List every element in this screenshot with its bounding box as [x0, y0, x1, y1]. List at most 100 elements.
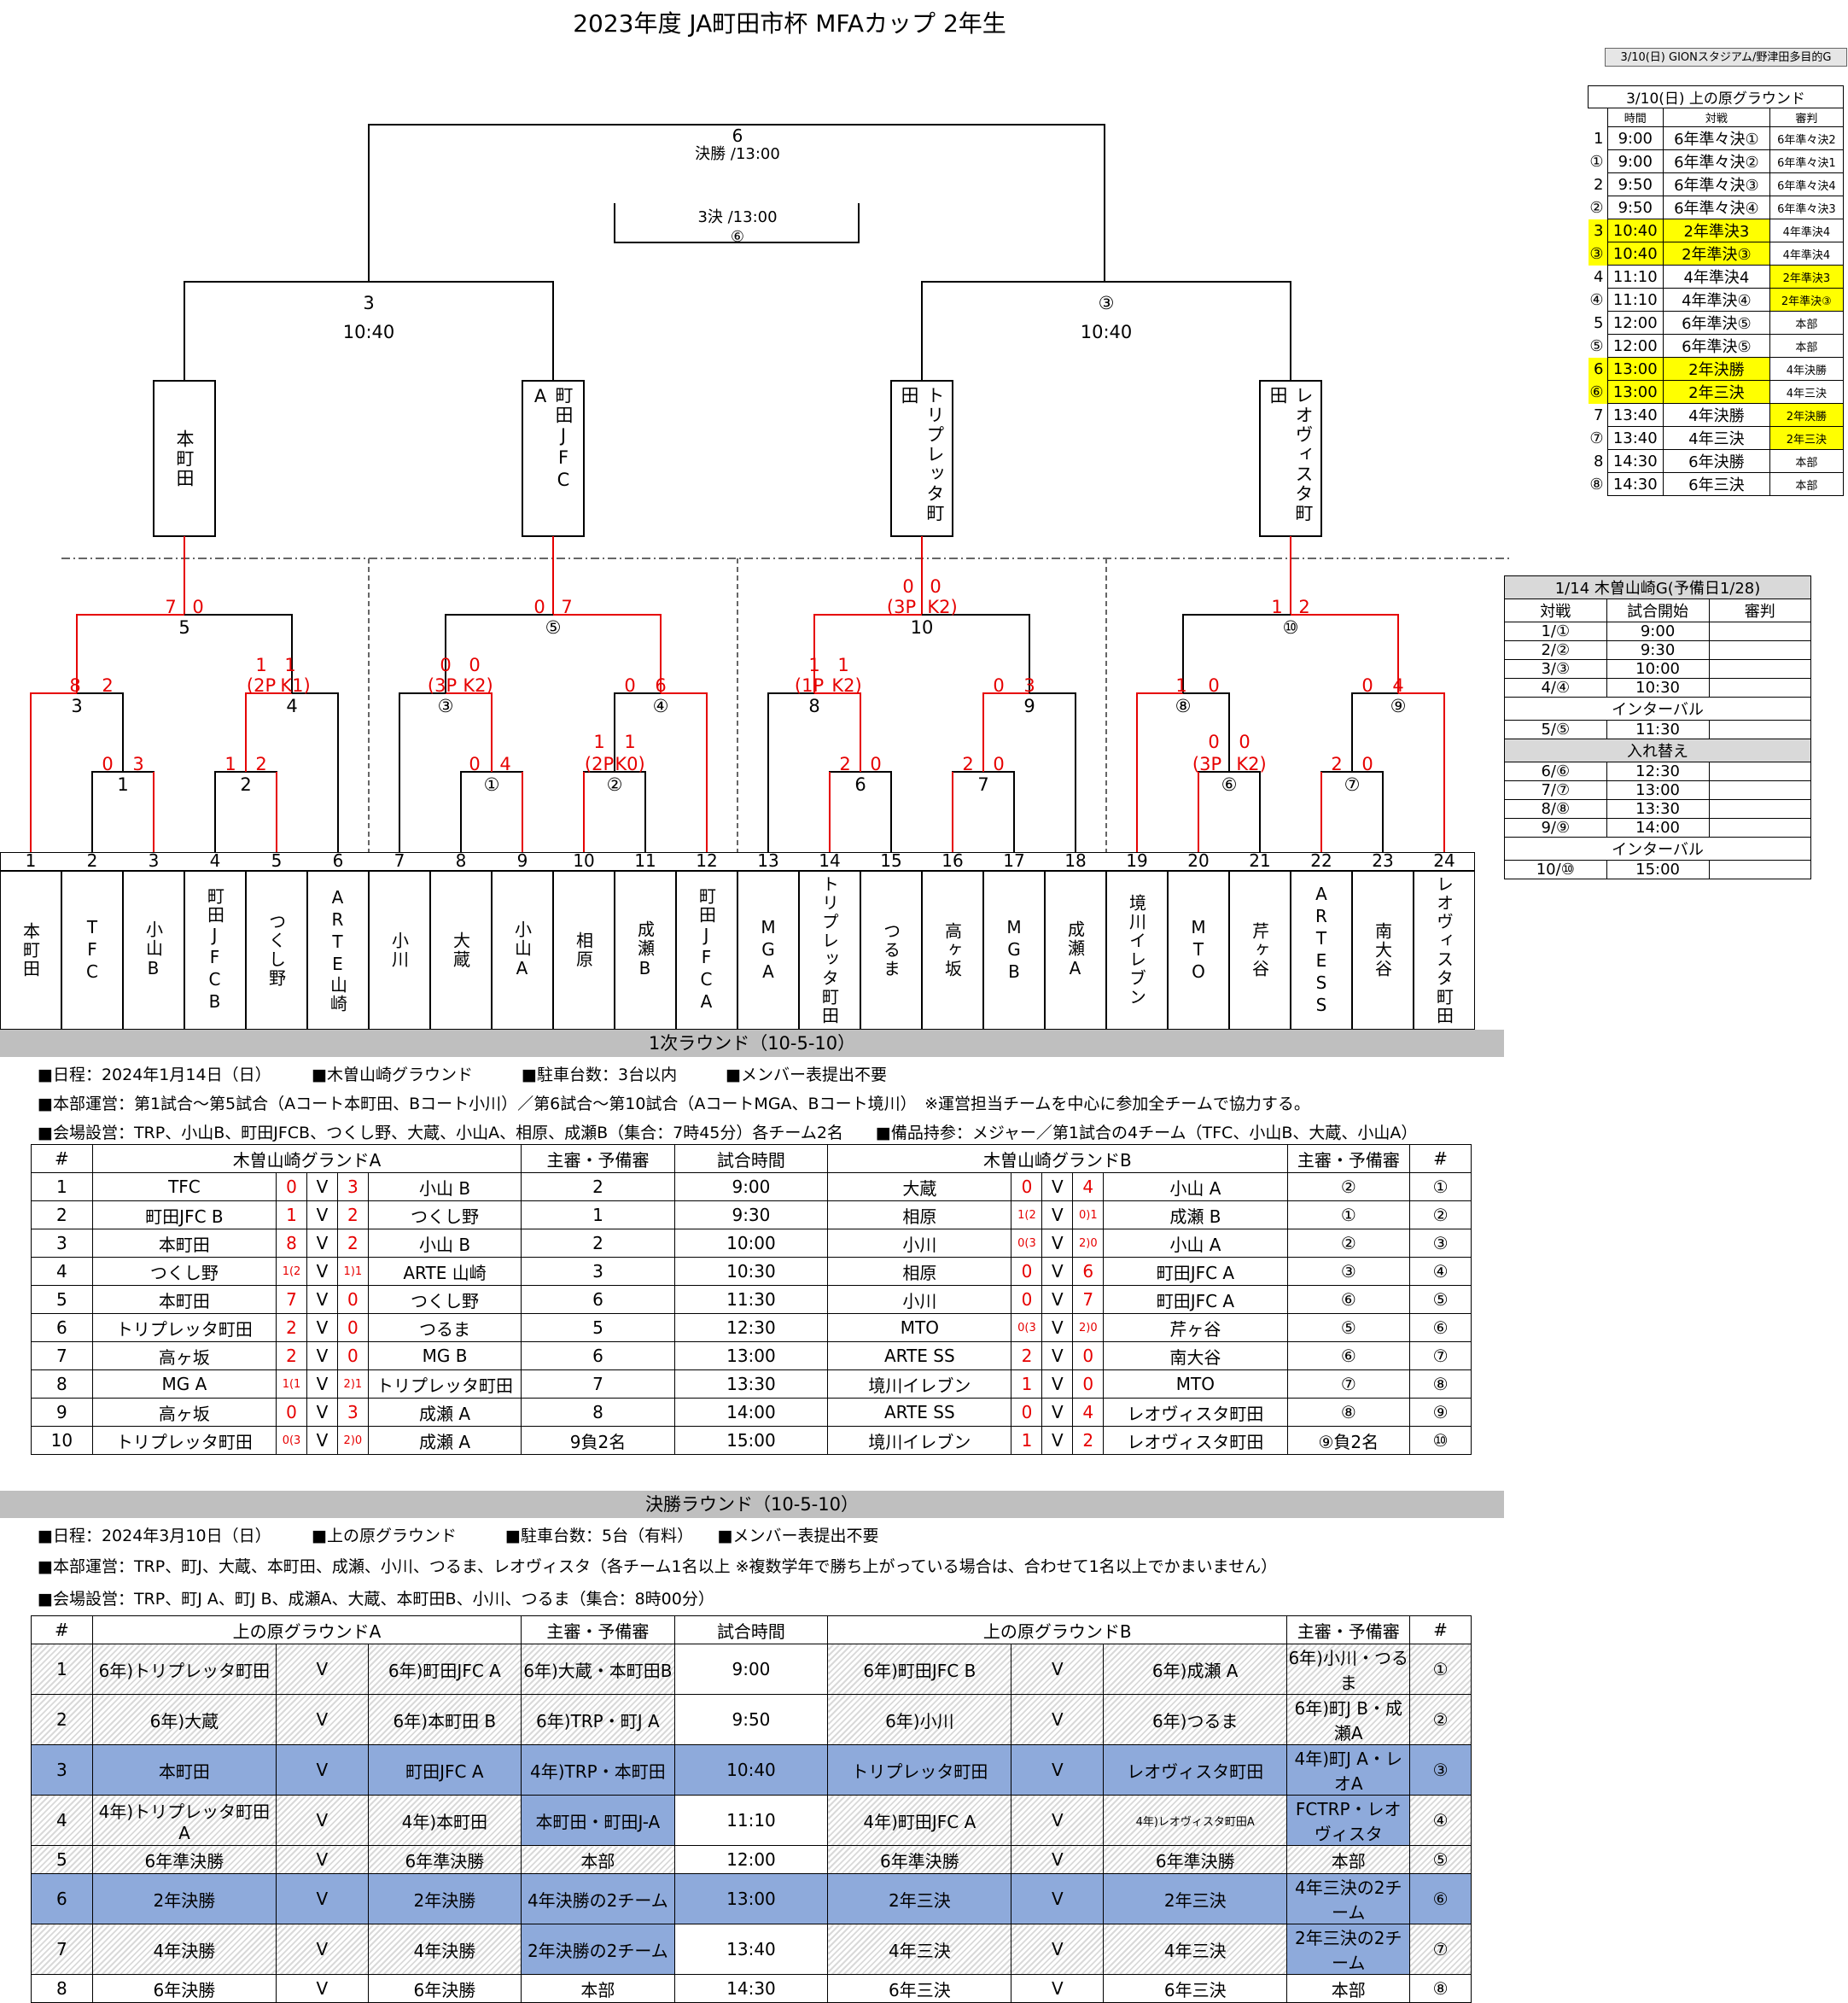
- sched2-start: 9:30: [1606, 640, 1710, 660]
- final-cell: ③: [1409, 1744, 1472, 1796]
- round1-cell: ⑧: [1286, 1398, 1411, 1427]
- score-label: 6: [655, 675, 666, 696]
- final-cell: 6年)町田JFC A: [367, 1644, 522, 1695]
- fr-h-ground-b: 上の原グラウンドB: [827, 1615, 1288, 1644]
- final-cell: 7: [31, 1924, 93, 1975]
- score-label: 1: [284, 655, 295, 675]
- score-label: 8: [69, 675, 80, 696]
- final-cell: V: [1011, 1694, 1105, 1745]
- sched1-match: 2年準決3: [1663, 219, 1770, 242]
- round2-win-line: [30, 692, 77, 852]
- team-number: 10: [573, 850, 595, 871]
- round1-cell: 1: [276, 1200, 307, 1229]
- sched1-num: 1: [1594, 129, 1604, 148]
- score-label: 2: [1298, 597, 1309, 617]
- round1-cell: 高ヶ坂: [91, 1398, 277, 1427]
- fr-h-ground-a: 上の原グラウンドA: [91, 1615, 522, 1644]
- team-number: 3: [148, 850, 160, 871]
- round1-cell: ②: [1409, 1200, 1472, 1229]
- team-cell: MGA: [737, 871, 799, 1030]
- round1-cell: 1: [1011, 1369, 1043, 1399]
- final-cell: 6年)小川・つるま: [1286, 1644, 1411, 1695]
- round1-cell: 2: [1072, 1426, 1105, 1455]
- round1-cell: 0(3: [1011, 1229, 1043, 1258]
- semi-right-line: [921, 281, 1291, 381]
- round1-cell: 0: [1072, 1341, 1105, 1370]
- round1-cell: V: [306, 1426, 338, 1455]
- score-label: 0: [1361, 754, 1373, 774]
- sched1-match: 6年三決: [1663, 472, 1770, 496]
- final-cell: 4年)町田JFC A: [827, 1795, 1012, 1846]
- final-cell: 4年決勝: [91, 1924, 277, 1975]
- final-cell: 3: [31, 1744, 93, 1796]
- round1-cell: トリプレッタ町田: [91, 1426, 277, 1455]
- score-label: K2): [927, 597, 957, 617]
- round1-cell: 15:00: [673, 1426, 829, 1455]
- sched2-start: 12:30: [1606, 762, 1710, 781]
- sched1-ref: 2年三決: [1769, 426, 1845, 450]
- final-cell: V: [1011, 1924, 1105, 1975]
- round1-cell: ⑤: [1409, 1285, 1472, 1314]
- team-number: 11: [634, 850, 656, 871]
- sched2-match: 10/⑩: [1504, 860, 1607, 879]
- score-label: (3P: [428, 675, 457, 696]
- schedule-march-title: 3/10(日) 上の原グラウンド: [1588, 85, 1844, 108]
- sched1-num: 8: [1594, 452, 1604, 470]
- r1-h-ground-a: 木曽山崎グランドA: [91, 1144, 522, 1173]
- round1-match-label: ①: [484, 774, 500, 795]
- final-cell: 4: [31, 1795, 93, 1846]
- team-number: 21: [1249, 850, 1271, 871]
- final-cell: 町田JFC A: [367, 1744, 522, 1796]
- round1-cell: 0: [336, 1341, 369, 1370]
- team-name: つくし野: [265, 913, 287, 988]
- team-number: 2: [86, 850, 98, 871]
- sched2-ref: [1708, 720, 1812, 739]
- final-cell: 13:00: [673, 1873, 829, 1924]
- final-bracket-line: [368, 124, 1105, 282]
- score-label: (3P: [887, 597, 916, 617]
- winner-name-2: 町田JFC A: [530, 386, 574, 492]
- round1-cell: ARTE SS: [827, 1398, 1012, 1427]
- round1-cell: 0: [1011, 1172, 1043, 1201]
- sched1-num: ⑥: [1588, 380, 1607, 404]
- round1-cell: MG B: [367, 1341, 522, 1370]
- score-label: 0: [102, 754, 113, 774]
- sched2-ref: [1708, 678, 1812, 698]
- round1-cell: 9:30: [673, 1200, 829, 1229]
- round1-cell: 4: [31, 1257, 93, 1286]
- round1-cell: 1: [521, 1200, 675, 1229]
- round1-cell: V: [1041, 1200, 1074, 1229]
- sched1-ref: 6年準々決2: [1769, 126, 1845, 150]
- sched1-num: ⑧: [1589, 475, 1604, 493]
- round1-cell: 11:30: [673, 1285, 829, 1314]
- sched1-time: 13:40: [1606, 426, 1664, 450]
- round1-cell: 2)0: [1072, 1313, 1105, 1342]
- team-number: 22: [1310, 850, 1332, 871]
- sched1-match: 4年準決4: [1663, 265, 1770, 289]
- final-cell: 本部: [1286, 1845, 1411, 1874]
- round1-cell: 1)1: [336, 1257, 369, 1286]
- team-number: 4: [209, 850, 221, 871]
- semi-right-time: 10:40: [1081, 322, 1133, 342]
- round1-cell: ⑥: [1409, 1313, 1472, 1342]
- semi-left-time: 10:40: [343, 322, 395, 342]
- round1-cell: V: [306, 1313, 338, 1342]
- round2-match-label: ③: [438, 696, 454, 716]
- sched1-ref: 4年三決: [1769, 380, 1845, 404]
- sched1-time: 9:50: [1606, 196, 1664, 219]
- round1-cell: 小山 B: [367, 1229, 522, 1258]
- sched1-match: 4年決勝: [1663, 403, 1770, 427]
- sched1-num: 5: [1594, 313, 1604, 332]
- final-cell: ⑤: [1409, 1845, 1472, 1874]
- sched2-start: 10:30: [1606, 678, 1710, 698]
- round1-cell: V: [306, 1285, 338, 1314]
- sched2-ref: [1708, 780, 1812, 800]
